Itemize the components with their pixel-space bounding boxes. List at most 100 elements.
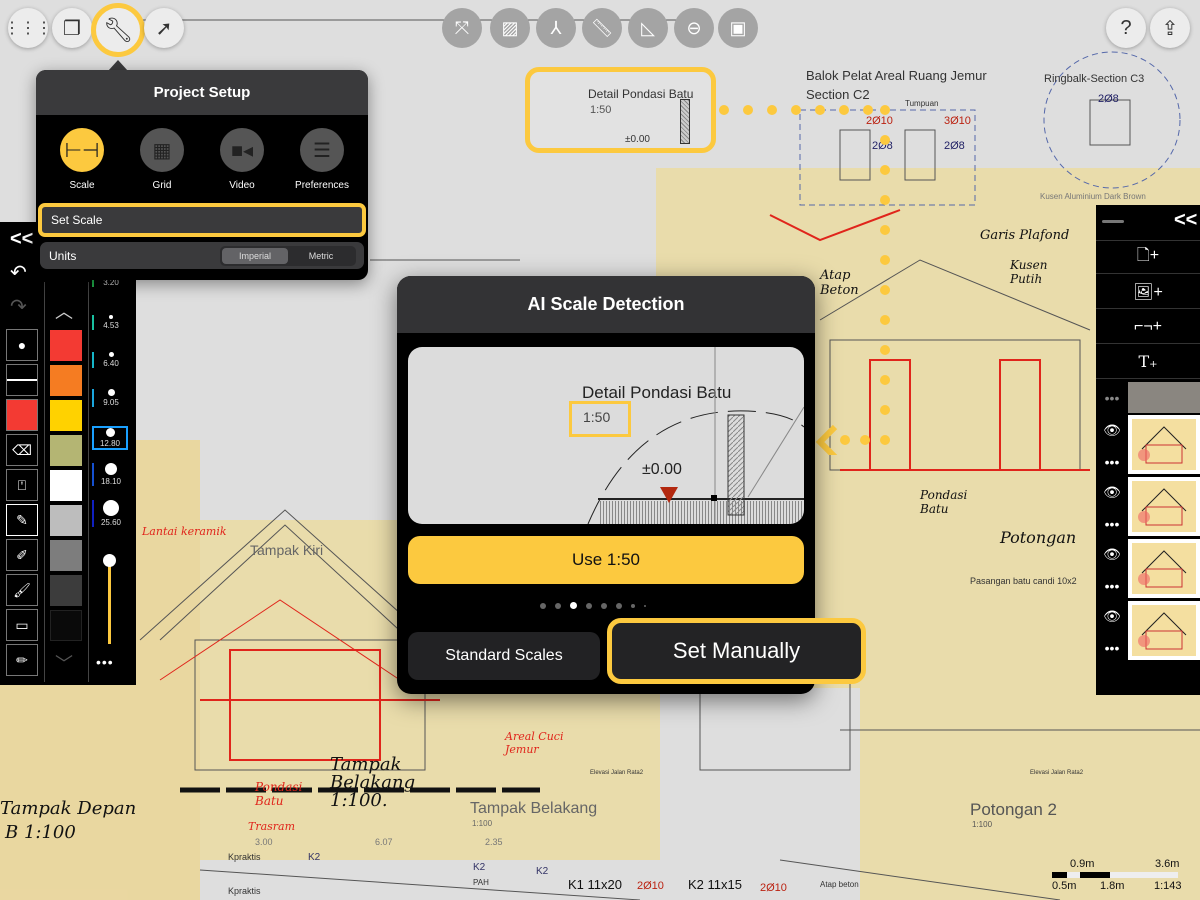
scale-bar-label: 0.9m	[1070, 858, 1095, 870]
option-video[interactable]: ■◂Video	[202, 128, 282, 191]
drawing-label: K2	[473, 862, 486, 873]
brush-size-option[interactable]: 12.80	[92, 426, 128, 450]
set-scale-button[interactable]: Set Scale	[38, 203, 366, 237]
hatch-tool[interactable]: ▨	[490, 8, 530, 48]
drag-handle[interactable]	[1102, 220, 1124, 223]
panel-title: Project Setup	[36, 70, 368, 115]
color-swatch[interactable]	[50, 365, 82, 396]
layer-visibility-toggle[interactable]: 👁︎	[1096, 415, 1128, 446]
drawing-label: 2Ø8	[944, 140, 965, 152]
spray-tool[interactable]: ⍞	[6, 469, 38, 501]
page-dot[interactable]	[601, 602, 607, 609]
marker-tool[interactable]: ✐	[6, 539, 38, 571]
layer-thumbnail[interactable]	[1128, 477, 1200, 536]
add-text-button[interactable]: T₊	[1096, 345, 1200, 379]
eraser-tool[interactable]: ⌫	[6, 434, 38, 466]
collapse-palette-button[interactable]: <<	[10, 228, 34, 250]
pen-tool[interactable]: ✎	[6, 504, 38, 536]
colors-scroll-up[interactable]: ︿	[55, 298, 73, 324]
stamp-tool[interactable]: ▣	[718, 8, 758, 48]
color-swatch[interactable]	[50, 540, 82, 571]
color-swatch[interactable]	[50, 505, 82, 536]
layer-visibility-toggle[interactable]: 👁︎	[1096, 539, 1128, 570]
brush-size-option[interactable]: 9.05	[92, 389, 128, 407]
brush-size-label: 18.10	[100, 477, 122, 486]
add-page-button[interactable]: 🗋︎+	[1096, 240, 1200, 274]
page-dot[interactable]	[586, 602, 592, 609]
set-square-tool[interactable]: ◺	[628, 8, 668, 48]
set-manually-button[interactable]: Set Manually	[607, 618, 866, 684]
color-swatch[interactable]	[50, 435, 82, 466]
redo-button[interactable]: ↷	[10, 294, 27, 319]
minus-circle-tool[interactable]: ⊖	[674, 8, 714, 48]
color-swatch[interactable]	[50, 575, 82, 606]
layer-background[interactable]	[1128, 382, 1200, 413]
add-image-button[interactable]: 🖼︎+	[1096, 275, 1200, 309]
layer-options-button[interactable]: •••	[1104, 453, 1120, 470]
help-button[interactable]: ?	[1106, 8, 1146, 48]
use-detected-scale-button[interactable]: Use 1:50	[408, 536, 804, 584]
layer-options-button[interactable]: •••	[1104, 515, 1120, 532]
brush-size-option[interactable]: 4.53	[92, 315, 128, 330]
units-metric[interactable]: Metric	[308, 250, 334, 261]
brush-size-option[interactable]: 6.40	[92, 352, 128, 368]
drawing-label: Balok Pelat Areal Ruang Jemur	[806, 68, 987, 83]
brush-size-label: 9.05	[103, 398, 119, 407]
transform-tool[interactable]: ⤧	[442, 8, 482, 48]
standard-scales-button[interactable]: Standard Scales	[408, 632, 600, 680]
layers-button[interactable]: ❐	[52, 8, 92, 48]
option-scale[interactable]: ⊢⊣Scale	[42, 128, 122, 191]
roller-tool[interactable]: ▭	[6, 609, 38, 641]
pencil-tool[interactable]: ✏︎	[6, 644, 38, 676]
brush-size-label: 3.20	[103, 278, 119, 287]
colors-scroll-down[interactable]: ﹀	[55, 650, 73, 676]
project-setup-button[interactable]: 🔧︎	[91, 3, 145, 57]
share-button[interactable]: ⇪	[1150, 8, 1190, 48]
lasso-select-button[interactable]: ➚	[144, 8, 184, 48]
left-tool-palette: << ↶ ↷ ● ⌫ ⍞ ✎ ✐ 🖌︎ ▭ ✏︎ ︿ ﹀ 3.20 4.53 6.4…	[0, 222, 136, 685]
layer-options-button[interactable]: •••	[1104, 639, 1120, 656]
color-swatch[interactable]	[50, 610, 82, 641]
page-dot[interactable]	[616, 602, 622, 609]
layer-visibility-toggle[interactable]: 👁︎	[1096, 601, 1128, 632]
opacity-slider-thumb[interactable]	[103, 554, 116, 567]
page-dot[interactable]	[540, 602, 546, 609]
brush-size-option[interactable]: 18.10	[92, 463, 128, 486]
units-segmented-control[interactable]: Imperial Metric	[220, 245, 356, 266]
page-dot[interactable]	[631, 603, 635, 608]
color-swatch[interactable]	[50, 400, 82, 431]
brush-size-option[interactable]: 3.20	[92, 278, 128, 287]
more-button[interactable]: •••	[96, 654, 114, 670]
layer-thumbnail[interactable]	[1128, 539, 1200, 598]
line-tool[interactable]	[6, 364, 38, 396]
color-swatch[interactable]	[50, 470, 82, 501]
page-dot[interactable]	[644, 604, 646, 607]
color-swatch[interactable]	[50, 330, 82, 361]
dot-brush-tool[interactable]: ●	[6, 329, 38, 361]
axis-tool[interactable]: ⅄	[536, 8, 576, 48]
wrench-icon: 🔧︎	[102, 16, 134, 44]
page-dot[interactable]	[570, 602, 577, 609]
current-color-swatch[interactable]	[6, 399, 38, 431]
collapse-panel-button[interactable]: <<	[1174, 209, 1198, 231]
units-row: Units Imperial Metric	[40, 242, 364, 269]
opacity-slider[interactable]	[108, 558, 111, 644]
grid-back-button[interactable]: ⋮⋮⋮	[4, 8, 52, 48]
option-grid[interactable]: ▦Grid	[122, 128, 202, 191]
layer-options-button[interactable]: •••	[1104, 577, 1120, 594]
units-imperial[interactable]: Imperial	[222, 247, 288, 264]
add-dimension-button[interactable]: ⌐¬+	[1096, 310, 1200, 344]
callout-scale: 1:50	[590, 104, 612, 116]
drawing-label: Elevasi Jalan Rata2	[590, 770, 644, 776]
undo-button[interactable]: ↶	[10, 260, 27, 285]
page-indicator[interactable]	[540, 602, 646, 609]
option-preferences[interactable]: ☰Preferences	[282, 128, 362, 191]
layer-options-button[interactable]: •••	[1104, 389, 1120, 406]
brush-tool[interactable]: 🖌︎	[6, 574, 38, 606]
ruler-tool[interactable]: 📏︎	[582, 8, 622, 48]
layer-thumbnail[interactable]	[1128, 601, 1200, 660]
layer-visibility-toggle[interactable]: 👁︎	[1096, 477, 1128, 508]
page-dot[interactable]	[555, 602, 561, 609]
brush-size-option[interactable]: 25.60	[92, 500, 128, 527]
layer-thumbnail[interactable]	[1128, 415, 1200, 474]
